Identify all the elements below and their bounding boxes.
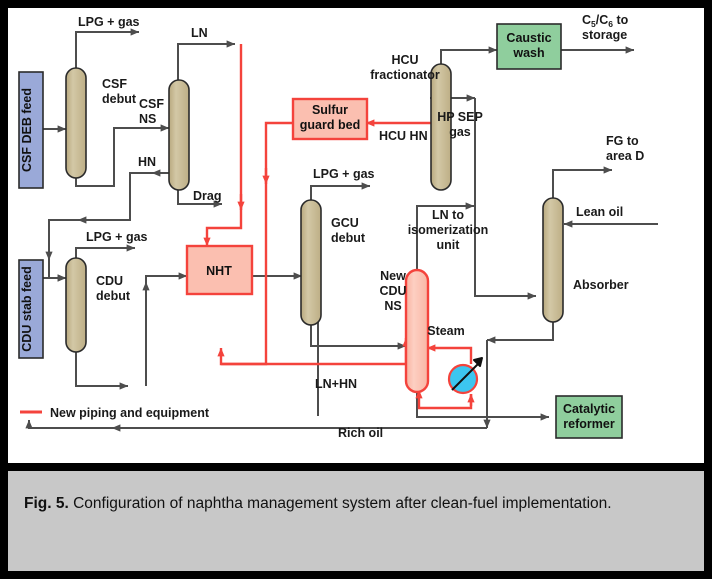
cdu-debut-label-2: debut	[96, 289, 131, 303]
label-fg-to-1: FG to	[606, 134, 639, 148]
label-c5c6-to-storage-1: C5/C6 to	[582, 13, 629, 29]
stream-labels-group: LPG + gas LN HN Drag LPG + gas LPG + gas…	[78, 13, 644, 440]
sulfur-guard-bed-box[interactable]	[291, 97, 369, 141]
cdu-stab-feed-box[interactable]	[18, 259, 44, 359]
figure-caption-panel: Fig. 5. Configuration of naphtha managem…	[8, 471, 704, 571]
new-cdu-ns-label-1: New	[380, 269, 406, 283]
c5c6-slash: /C	[596, 13, 609, 27]
catalytic-reformer-label-2: reformer	[563, 417, 615, 431]
new-cdu-ns-label-2: CDU	[379, 284, 406, 298]
exchanger-diagonal	[451, 363, 479, 391]
c5c6-sub5: 5	[591, 19, 596, 29]
label-hp-sep-1: HP SEP	[437, 110, 483, 124]
figure-number: Fig. 5.	[24, 495, 69, 512]
exchanger-arrow-head	[473, 357, 483, 367]
csf-ns-column[interactable]	[168, 79, 190, 191]
reboiler-exchanger[interactable]	[447, 357, 483, 395]
csf-debut-column[interactable]	[65, 67, 87, 179]
catalytic-reformer-box[interactable]	[555, 395, 623, 439]
cdu-stab-feed-label: CDU stab feed	[20, 266, 34, 351]
cdu-debut-label-1: CDU	[96, 274, 123, 288]
c5c6-suffix: to	[613, 13, 629, 27]
pfd-canvas: CSF DEB feed CDU stab feed CSF debut CSF…	[18, 13, 658, 440]
new-cdu-ns-column[interactable]	[404, 268, 430, 394]
pipe-csf-debut-overhead	[75, 28, 140, 68]
label-fg-to-2: area D	[606, 149, 644, 163]
feed-boxes: CSF DEB feed CDU stab feed	[18, 71, 44, 359]
gcu-debut-label-1: GCU	[331, 216, 359, 230]
label-ln-to-isom-3: unit	[437, 238, 461, 252]
pipe-ln-to-isom	[416, 202, 475, 270]
pipe-gcu-debut-overhead	[310, 182, 371, 200]
pipe-csf-ns-overhead-ln	[177, 40, 236, 82]
absorber-column[interactable]	[542, 197, 564, 323]
label-lpg-gas-gcu: LPG + gas	[313, 167, 375, 181]
pipe-hcu-overhead-to-caustic	[440, 46, 498, 66]
csf-ns-label-1: CSF	[139, 97, 164, 111]
pipe-hp-sep-gas-down	[474, 98, 537, 300]
csf-deb-feed-label: CSF DEB feed	[20, 88, 34, 172]
caustic-wash-box[interactable]	[496, 23, 562, 70]
label-ln: LN	[191, 26, 208, 40]
caustic-wash-label-2: wash	[512, 46, 544, 60]
new-pipe-sgb-outlet	[217, 121, 293, 366]
pipe-absorber-bottoms	[486, 320, 554, 344]
c5c6-prefix: C	[582, 13, 591, 27]
nht-box[interactable]	[185, 244, 254, 296]
label-hn: HN	[138, 155, 156, 169]
figure-caption-body: Configuration of naphtha management syst…	[68, 495, 612, 512]
hcu-fractionator-column[interactable]	[430, 63, 452, 191]
label-ln-to-isom-1: LN to	[432, 208, 464, 222]
csf-deb-feed-box[interactable]	[18, 71, 44, 189]
pipe-csf-ns-drag	[177, 186, 223, 208]
hcu-fractionator-label-1: HCU	[391, 53, 418, 67]
label-hp-sep-2: gas	[449, 125, 471, 139]
pipe-cdu-debut-overhead	[75, 244, 136, 258]
legend-label: New piping and equipment	[50, 406, 210, 420]
catalytic-reformer-label-1: Catalytic	[563, 402, 615, 416]
pipe-csf-debut-bottoms	[75, 124, 170, 187]
absorber-label: Absorber	[573, 278, 629, 292]
nht-label: NHT	[206, 264, 232, 278]
label-lean-oil: Lean oil	[576, 205, 623, 219]
label-ln-hn: LN+HN	[315, 377, 357, 391]
label-ln-to-isom-2: isomerization	[408, 223, 489, 237]
existing-piping-group	[25, 28, 658, 432]
c5c6-sub6: 6	[608, 19, 613, 29]
new-piping-group	[203, 44, 475, 410]
csf-debut-label-1: CSF	[102, 77, 127, 91]
gcu-debut-label-2: debut	[331, 231, 366, 245]
csf-ns-label-2: NS	[139, 112, 156, 126]
label-rich-oil: Rich oil	[338, 426, 383, 440]
csf-debut-label-2: debut	[102, 92, 137, 106]
label-lpg-gas-cdu: LPG + gas	[86, 230, 148, 244]
label-lpg-gas-csf: LPG + gas	[78, 15, 140, 29]
column-labels: CSF debut CSF NS CDU debut GCU debut HCU…	[96, 53, 629, 313]
pipe-gcu-debut-bottoms	[310, 323, 407, 350]
legend: New piping and equipment	[20, 406, 210, 420]
new-cdu-ns-label-3: NS	[384, 299, 401, 313]
pipe-cdu-debut-bottoms	[75, 350, 129, 390]
columns-group	[65, 63, 564, 394]
label-c5c6-to-storage-2: storage	[582, 28, 627, 42]
label-hcu-hn: HCU HN	[379, 129, 428, 143]
sulfur-guard-bed-label-1: Sulfur	[312, 103, 348, 117]
pipe-rich-oil-left	[25, 419, 487, 429]
unit-boxes: Sulfur guard bed NHT Caustic wash Cataly…	[185, 23, 623, 439]
new-pipe-steam	[426, 344, 473, 364]
pipe-absorber-overhead	[552, 166, 613, 200]
process-flow-diagram: CSF DEB feed CDU stab feed CSF debut CSF…	[8, 8, 704, 463]
pipe-newcduns-bottoms	[416, 390, 550, 421]
gcu-debut-column[interactable]	[300, 199, 322, 326]
figure-caption: Fig. 5. Configuration of naphtha managem…	[24, 493, 688, 515]
pipe-cdu-bottoms-riser	[145, 272, 188, 386]
hcu-fractionator-label-2: fractionator	[370, 68, 440, 82]
caustic-wash-label-1: Caustic	[506, 31, 551, 45]
new-pipe-ln-hn	[221, 337, 410, 366]
label-steam: Steam	[427, 324, 465, 338]
cdu-debut-column[interactable]	[65, 257, 87, 353]
sulfur-guard-bed-label-2: guard bed	[300, 118, 360, 132]
new-pipe-ln-down	[203, 44, 243, 247]
label-drag: Drag	[193, 189, 221, 203]
